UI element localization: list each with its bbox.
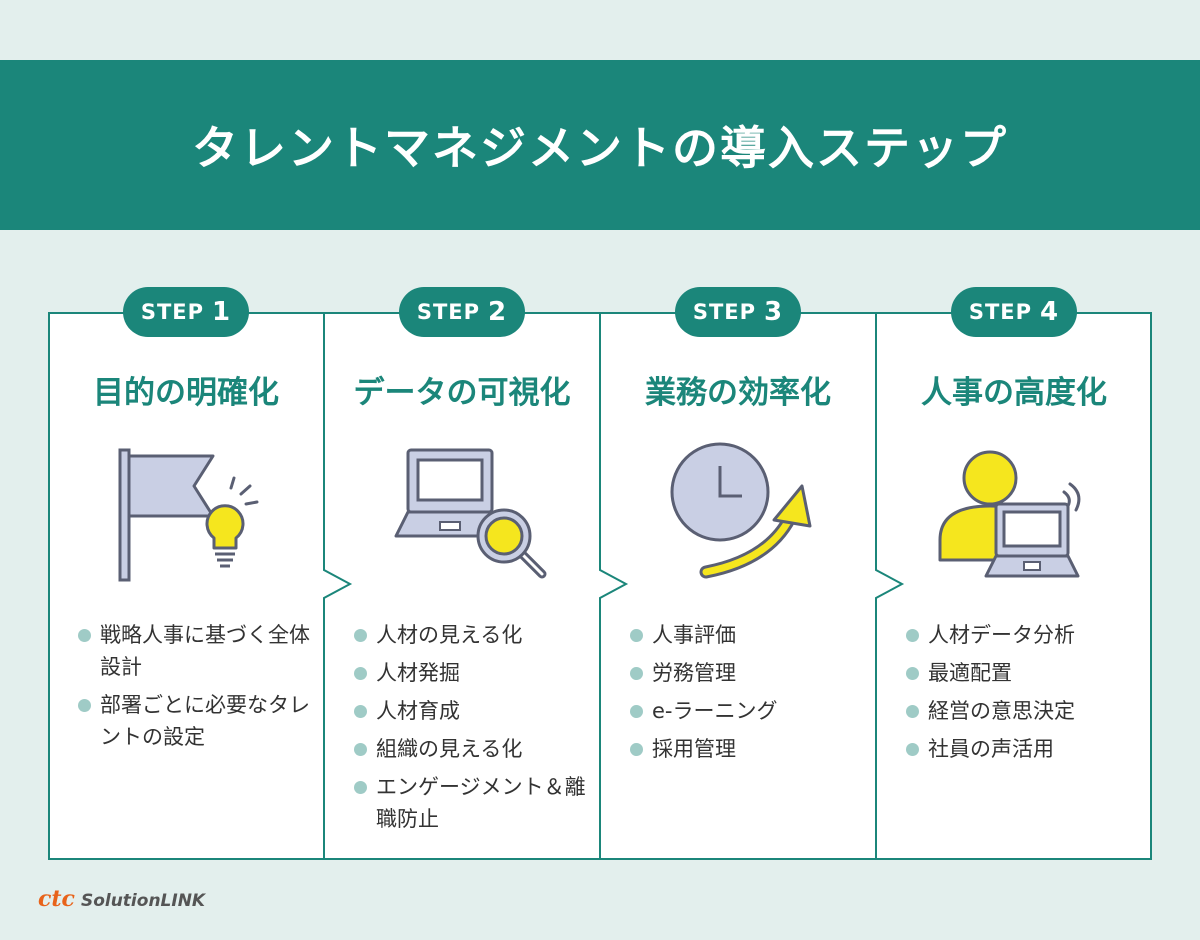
list-item: 部署ごとに必要なタレントの設定 — [78, 689, 318, 753]
panel-outline — [48, 312, 1152, 860]
step-2-bullet-list: 人材の見える化 人材発掘 人材育成 組織の見える化 エンゲージメント＆離職防止 — [354, 619, 594, 841]
step-3-number: 3 — [764, 297, 784, 327]
step-2-number: 2 — [488, 297, 508, 327]
step-4-title: 人事の高度化 — [915, 367, 1113, 412]
step-2-badge: STEP 2 — [399, 287, 525, 337]
list-item: 社員の声活用 — [906, 733, 1146, 765]
step-4-number: 4 — [1040, 297, 1060, 327]
list-item: 人事評価 — [630, 619, 870, 651]
step-2: STEP 2 データの可視化 人材の見える化 人材発掘 人材育成 組織の見える化 … — [324, 287, 600, 861]
list-item: 労務管理 — [630, 657, 870, 689]
list-item: 採用管理 — [630, 733, 870, 765]
step-3-bullet-list: 人事評価 労務管理 e-ラーニング 採用管理 — [630, 619, 870, 771]
list-item: エンゲージメント＆離職防止 — [354, 771, 594, 835]
list-item: 人材発掘 — [354, 657, 594, 689]
list-item: 人材育成 — [354, 695, 594, 727]
step-3-title: 業務の効率化 — [639, 367, 837, 412]
list-item: 組織の見える化 — [354, 733, 594, 765]
list-item: 最適配置 — [906, 657, 1146, 689]
clock-arrow-icon — [648, 442, 828, 592]
step-1-number: 1 — [212, 297, 232, 327]
list-item: 戦略人事に基づく全体設計 — [78, 619, 318, 683]
step-3-badge: STEP 3 — [675, 287, 801, 337]
list-item: 人材データ分析 — [906, 619, 1146, 651]
page-title: タレントマネジメントの導入ステップ — [192, 121, 1008, 175]
person-laptop-icon — [924, 442, 1104, 592]
step-2-title: データの可視化 — [347, 367, 577, 412]
step-4-badge: STEP 4 — [951, 287, 1077, 337]
list-item: 経営の意思決定 — [906, 695, 1146, 727]
step-4-label: STEP — [968, 300, 1033, 324]
brand-mark: ctc — [38, 886, 75, 912]
laptop-magnifier-icon — [372, 442, 552, 592]
step-1: STEP 1 目的の明確化 戦略人事に基づく全体設計 部署ごとに必要なタレントの設… — [48, 287, 324, 861]
step-1-badge: STEP 1 — [123, 287, 249, 337]
step-4: STEP 4 人事の高度化 人材データ分析 最適配置 経営の意思決定 社員の声活用 — [876, 287, 1152, 861]
brand-logo: ctc SolutionLINK — [38, 886, 205, 912]
list-item: e-ラーニング — [630, 695, 870, 727]
brand-name: SolutionLINK — [80, 891, 206, 911]
step-4-bullet-list: 人材データ分析 最適配置 経営の意思決定 社員の声活用 — [906, 619, 1146, 771]
step-1-label: STEP — [140, 300, 205, 324]
step-1-bullet-list: 戦略人事に基づく全体設計 部署ごとに必要なタレントの設定 — [78, 619, 318, 759]
step-3: STEP 3 業務の効率化 人事評価 労務管理 e-ラーニング 採用管理 — [600, 287, 876, 861]
step-1-title: 目的の明確化 — [87, 367, 285, 412]
step-2-label: STEP — [416, 300, 481, 324]
step-3-label: STEP — [692, 300, 757, 324]
header-banner: タレントマネジメントの導入ステップ — [0, 60, 1200, 230]
flag-lightbulb-icon — [96, 442, 276, 592]
list-item: 人材の見える化 — [354, 619, 594, 651]
